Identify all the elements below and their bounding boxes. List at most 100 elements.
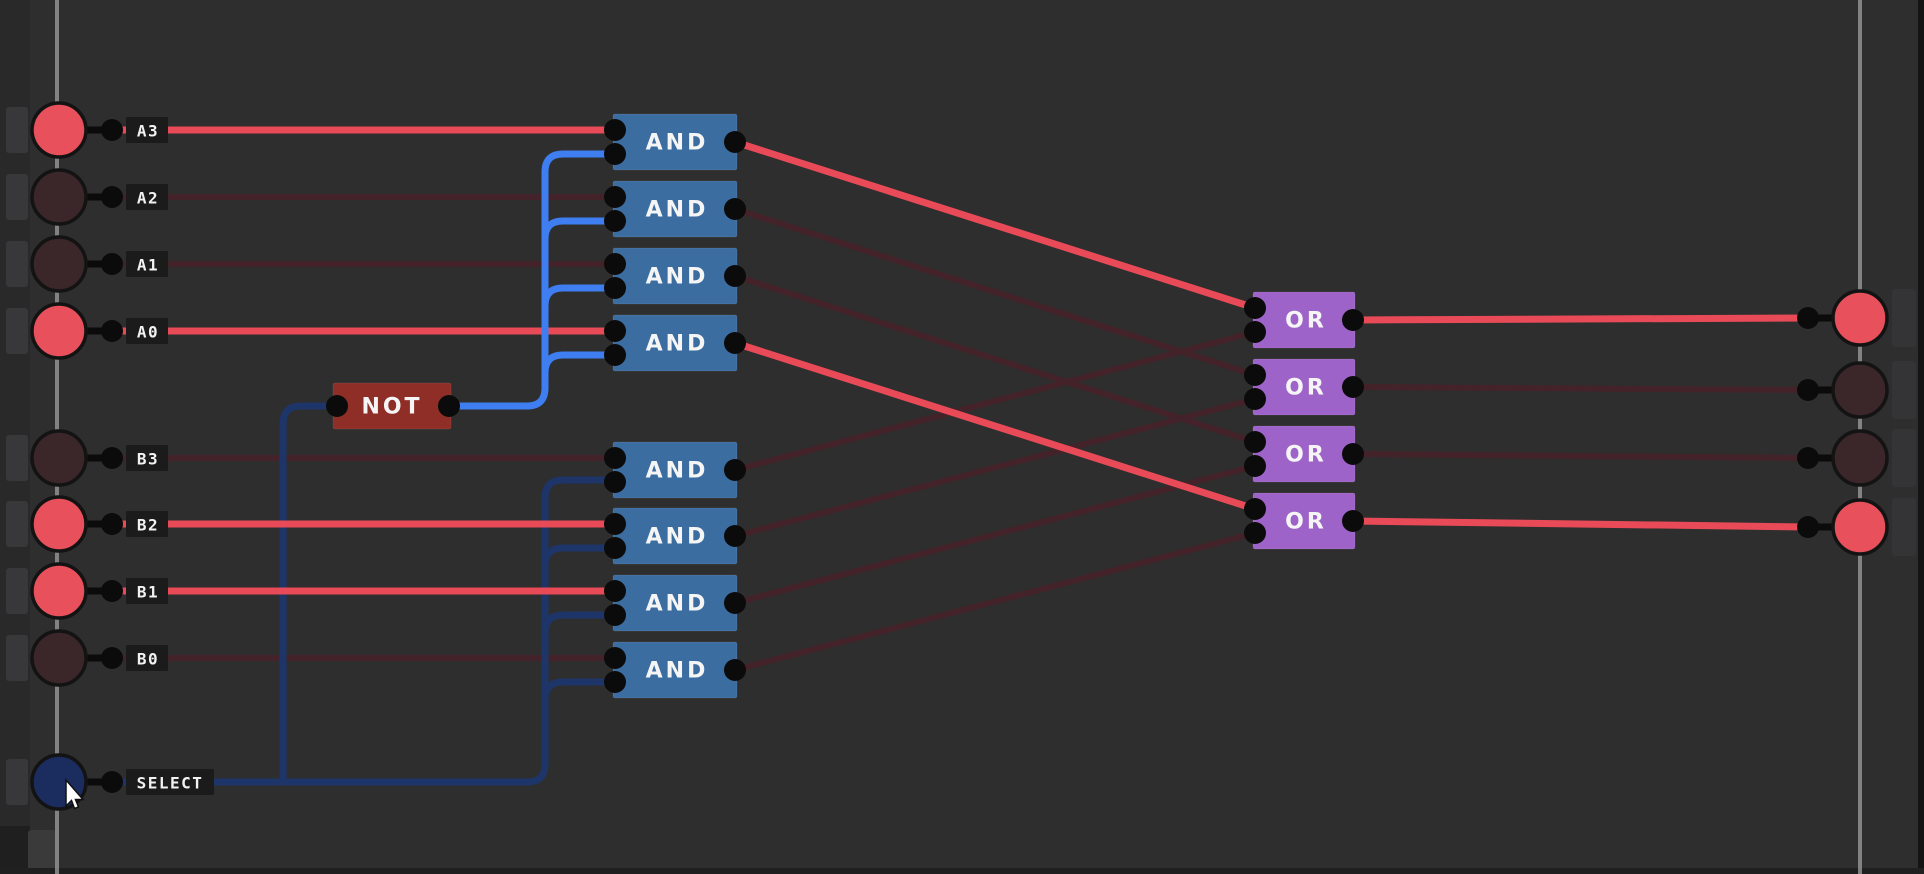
input-node-b1[interactable] — [30, 562, 88, 620]
wire-not-out-branch-2[interactable] — [541, 217, 621, 243]
or-gate-1[interactable]: OR — [1244, 291, 1364, 349]
and-input-pin-1[interactable] — [604, 447, 626, 469]
output-pin-2[interactable] — [1797, 379, 1819, 401]
not-input-pin[interactable] — [326, 395, 348, 417]
and-input-pin-1[interactable] — [604, 253, 626, 275]
wire-or2-to-out2[interactable] — [1350, 384, 1811, 393]
output-node-3[interactable] — [1831, 429, 1889, 487]
and-input-pin-2[interactable] — [604, 604, 626, 626]
and-input-pin-2[interactable] — [604, 537, 626, 559]
input-node-a1[interactable] — [30, 235, 88, 293]
and-gate-bottom-1[interactable]: AND — [604, 441, 746, 499]
or-output-pin[interactable] — [1342, 376, 1364, 398]
wire-select-branch-2[interactable] — [541, 544, 621, 570]
wire-or1-to-out1[interactable] — [1349, 314, 1812, 324]
input-pin-select[interactable] — [101, 771, 123, 793]
wire-andtop1-to-or1[interactable] — [731, 138, 1259, 312]
and-input-pin-2[interactable] — [604, 344, 626, 366]
input-node-a0[interactable] — [30, 302, 88, 360]
or-input-pin-1[interactable] — [1244, 431, 1266, 453]
and-output-pin[interactable] — [724, 459, 746, 481]
wire-andbot2-to-or2[interactable] — [732, 396, 1258, 539]
wire-andbot3-to-or3[interactable] — [732, 463, 1258, 606]
output-pin-4[interactable] — [1797, 516, 1819, 538]
wire-or3-to-out3[interactable] — [1350, 451, 1811, 461]
input-pin-b1[interactable] — [101, 580, 123, 602]
and-gate-bottom-2[interactable]: AND — [604, 507, 746, 565]
label-badge-a3 — [126, 117, 168, 143]
wire-not-out-branch-3[interactable] — [541, 284, 621, 310]
or-gate-4[interactable]: OR — [1244, 492, 1364, 550]
input-pin-a1[interactable] — [101, 253, 123, 275]
and-input-pin-1[interactable] — [604, 580, 626, 602]
and-output-pin[interactable] — [724, 332, 746, 354]
and-input-pin-1[interactable] — [604, 513, 626, 535]
wire-or4-to-out4[interactable] — [1349, 517, 1812, 531]
or-input-pin-1[interactable] — [1244, 498, 1266, 520]
and-gate-top-1[interactable]: AND — [604, 113, 746, 171]
input-node-b0[interactable] — [30, 629, 88, 687]
and-input-pin-1[interactable] — [604, 186, 626, 208]
wire-andtop3-to-or3[interactable] — [732, 273, 1258, 445]
or-gate-3[interactable]: OR — [1244, 425, 1364, 483]
output-pin-3[interactable] — [1797, 447, 1819, 469]
and-input-pin-2[interactable] — [604, 471, 626, 493]
and-gate-top-4[interactable]: AND — [604, 314, 746, 372]
input-node-b2[interactable] — [30, 495, 88, 553]
input-pin-a3[interactable] — [101, 119, 123, 141]
and-input-pin-2[interactable] — [604, 210, 626, 232]
wire-andbot1-to-or1[interactable] — [732, 329, 1258, 473]
and-output-pin[interactable] — [724, 198, 746, 220]
input-node-a2[interactable] — [30, 168, 88, 226]
input-node-b3[interactable] — [30, 429, 88, 487]
and-output-pin[interactable] — [724, 592, 746, 614]
wire-not-out-branch-4[interactable] — [541, 351, 621, 377]
or-output-pin[interactable] — [1342, 309, 1364, 331]
and-input-pin-2[interactable] — [604, 143, 626, 165]
and-input-pin-1[interactable] — [604, 320, 626, 342]
wire-select-branch-3[interactable] — [541, 611, 621, 637]
or-input-pin-1[interactable] — [1244, 364, 1266, 386]
input-pin-a0[interactable] — [101, 320, 123, 342]
or-input-pin-1[interactable] — [1244, 297, 1266, 319]
or-input-pin-2[interactable] — [1244, 522, 1266, 544]
and-input-pin-1[interactable] — [604, 119, 626, 141]
not-output-pin[interactable] — [438, 395, 460, 417]
wire-andbot4-to-or4[interactable] — [732, 530, 1258, 673]
input-pin-b2[interactable] — [101, 513, 123, 535]
or-gate-2[interactable]: OR — [1244, 358, 1364, 416]
wire-select-to-not[interactable] — [279, 402, 341, 786]
or-output-pin[interactable] — [1342, 443, 1364, 465]
and-gate-top-3[interactable]: AND — [604, 247, 746, 305]
wire-not-out-main[interactable] — [445, 150, 621, 410]
and-gate-bottom-4[interactable]: AND — [604, 641, 746, 699]
wire-select-branch-4[interactable] — [541, 678, 621, 704]
input-pin-b3[interactable] — [101, 447, 123, 469]
and-output-pin[interactable] — [724, 659, 746, 681]
or-input-pin-2[interactable] — [1244, 455, 1266, 477]
and-input-pin-2[interactable] — [604, 671, 626, 693]
input-pin-b0[interactable] — [101, 647, 123, 669]
output-node-2[interactable] — [1831, 361, 1889, 419]
and-input-pin-2[interactable] — [604, 277, 626, 299]
input-node-a3[interactable] — [30, 101, 88, 159]
output-node-4[interactable] — [1831, 498, 1889, 556]
output-pin-1[interactable] — [1797, 307, 1819, 329]
and-gate-top-2[interactable]: AND — [604, 180, 746, 238]
and-output-pin[interactable] — [724, 525, 746, 547]
or-output-pin[interactable] — [1342, 510, 1364, 532]
and-output-pin[interactable] — [724, 265, 746, 287]
not-gate[interactable]: NOT — [326, 382, 460, 430]
or-input-pin-2[interactable] — [1244, 321, 1266, 343]
input-pins[interactable] — [101, 119, 1819, 793]
output-node-1[interactable] — [1831, 289, 1889, 347]
and-output-pin[interactable] — [724, 131, 746, 153]
wire-andtop4-to-or4[interactable] — [731, 339, 1259, 513]
and-input-pin-1[interactable] — [604, 647, 626, 669]
input-pin-a2[interactable] — [101, 186, 123, 208]
input-node-select[interactable] — [30, 753, 88, 811]
and-gate-bottom-3[interactable]: AND — [604, 574, 746, 632]
wire-andtop2-to-or2[interactable] — [732, 206, 1258, 378]
or-input-pin-2[interactable] — [1244, 388, 1266, 410]
